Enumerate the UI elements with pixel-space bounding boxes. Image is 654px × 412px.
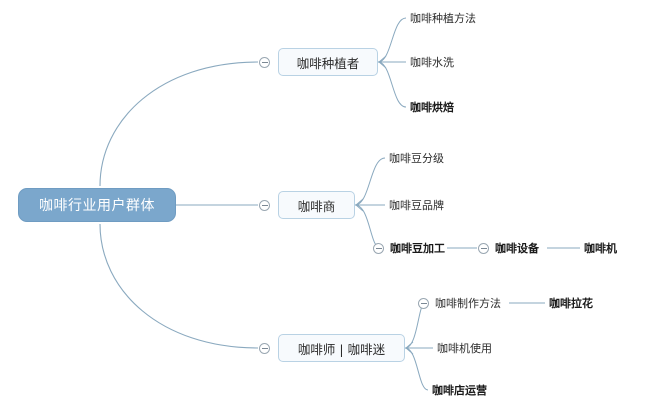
- leaf-node-coffee-machine[interactable]: 咖啡机: [584, 240, 617, 256]
- edge-branch3-to-child3: [404, 347, 429, 391]
- leaf-node-label: 咖啡水洗: [410, 56, 454, 69]
- leaf-node-label: 咖啡店运营: [432, 384, 487, 397]
- leaf-node-label: 咖啡机使用: [437, 342, 492, 355]
- collapse-toggle-coffee-equipment[interactable]: [478, 243, 489, 254]
- branch-node-coffee-merchant[interactable]: 咖啡商: [278, 191, 355, 219]
- leaf-node-label: 咖啡豆品牌: [389, 199, 444, 212]
- leaf-node-machine-usage[interactable]: 咖啡机使用: [437, 340, 492, 356]
- collapse-toggle-branch-3[interactable]: [259, 343, 270, 354]
- edge-branch1-arrow: [378, 55, 387, 69]
- leaf-node-coffee-roasting[interactable]: 咖啡烘焙: [410, 99, 454, 115]
- branch-node-label: 咖啡商: [297, 198, 336, 214]
- leaf-node-bean-grading[interactable]: 咖啡豆分级: [389, 150, 444, 166]
- leaf-node-label: 咖啡种植方法: [410, 12, 476, 25]
- branch-node-coffee-grower[interactable]: 咖啡种植者: [278, 48, 378, 76]
- leaf-node-planting-method[interactable]: 咖啡种植方法: [410, 10, 476, 26]
- edge-branch2-arrow: [355, 198, 364, 212]
- root-node[interactable]: 咖啡行业用户群体: [18, 188, 176, 222]
- leaf-node-label: 咖啡拉花: [549, 297, 593, 310]
- leaf-node-shop-operation[interactable]: 咖啡店运营: [432, 382, 487, 398]
- root-node-label: 咖啡行业用户群体: [39, 198, 155, 214]
- leaf-node-coffee-washing[interactable]: 咖啡水洗: [410, 54, 454, 70]
- leaf-node-label: 咖啡烘焙: [410, 101, 454, 114]
- edge-branch2-to-child1: [354, 157, 386, 206]
- edge-root-to-branch-3: [99, 223, 259, 349]
- leaf-node-label: 咖啡机: [584, 242, 617, 255]
- leaf-node-bean-processing[interactable]: 咖啡豆加工: [390, 240, 445, 256]
- collapse-toggle-branch-1[interactable]: [259, 57, 270, 68]
- edge-branch3-to-child1: [404, 302, 426, 349]
- edge-root-to-branch-1: [99, 61, 259, 187]
- edge-branch2-to-child3: [354, 204, 381, 249]
- leaf-node-coffee-equipment[interactable]: 咖啡设备: [495, 240, 539, 256]
- collapse-toggle-branch-2[interactable]: [259, 200, 270, 211]
- leaf-node-bean-brand[interactable]: 咖啡豆品牌: [389, 197, 444, 213]
- leaf-node-label: 咖啡豆分级: [389, 152, 444, 165]
- collapse-toggle-bean-processing[interactable]: [373, 243, 384, 254]
- branch-node-label: 咖啡师 | 咖啡迷: [297, 341, 386, 357]
- branch-node-label: 咖啡种植者: [296, 55, 360, 71]
- leaf-node-latte-art[interactable]: 咖啡拉花: [549, 295, 593, 311]
- leaf-node-label: 咖啡设备: [495, 242, 539, 255]
- leaf-node-brewing-method[interactable]: 咖啡制作方法: [435, 295, 501, 311]
- branch-node-barista-enthusiast[interactable]: 咖啡师 | 咖啡迷: [278, 334, 405, 362]
- leaf-node-label: 咖啡制作方法: [435, 297, 501, 310]
- edge-branch3-arrow: [405, 341, 414, 355]
- edge-branch1-to-child1: [377, 17, 407, 63]
- leaf-node-label: 咖啡豆加工: [390, 242, 445, 255]
- edge-branch1-to-child3: [377, 61, 407, 108]
- collapse-toggle-brewing-method[interactable]: [418, 298, 429, 309]
